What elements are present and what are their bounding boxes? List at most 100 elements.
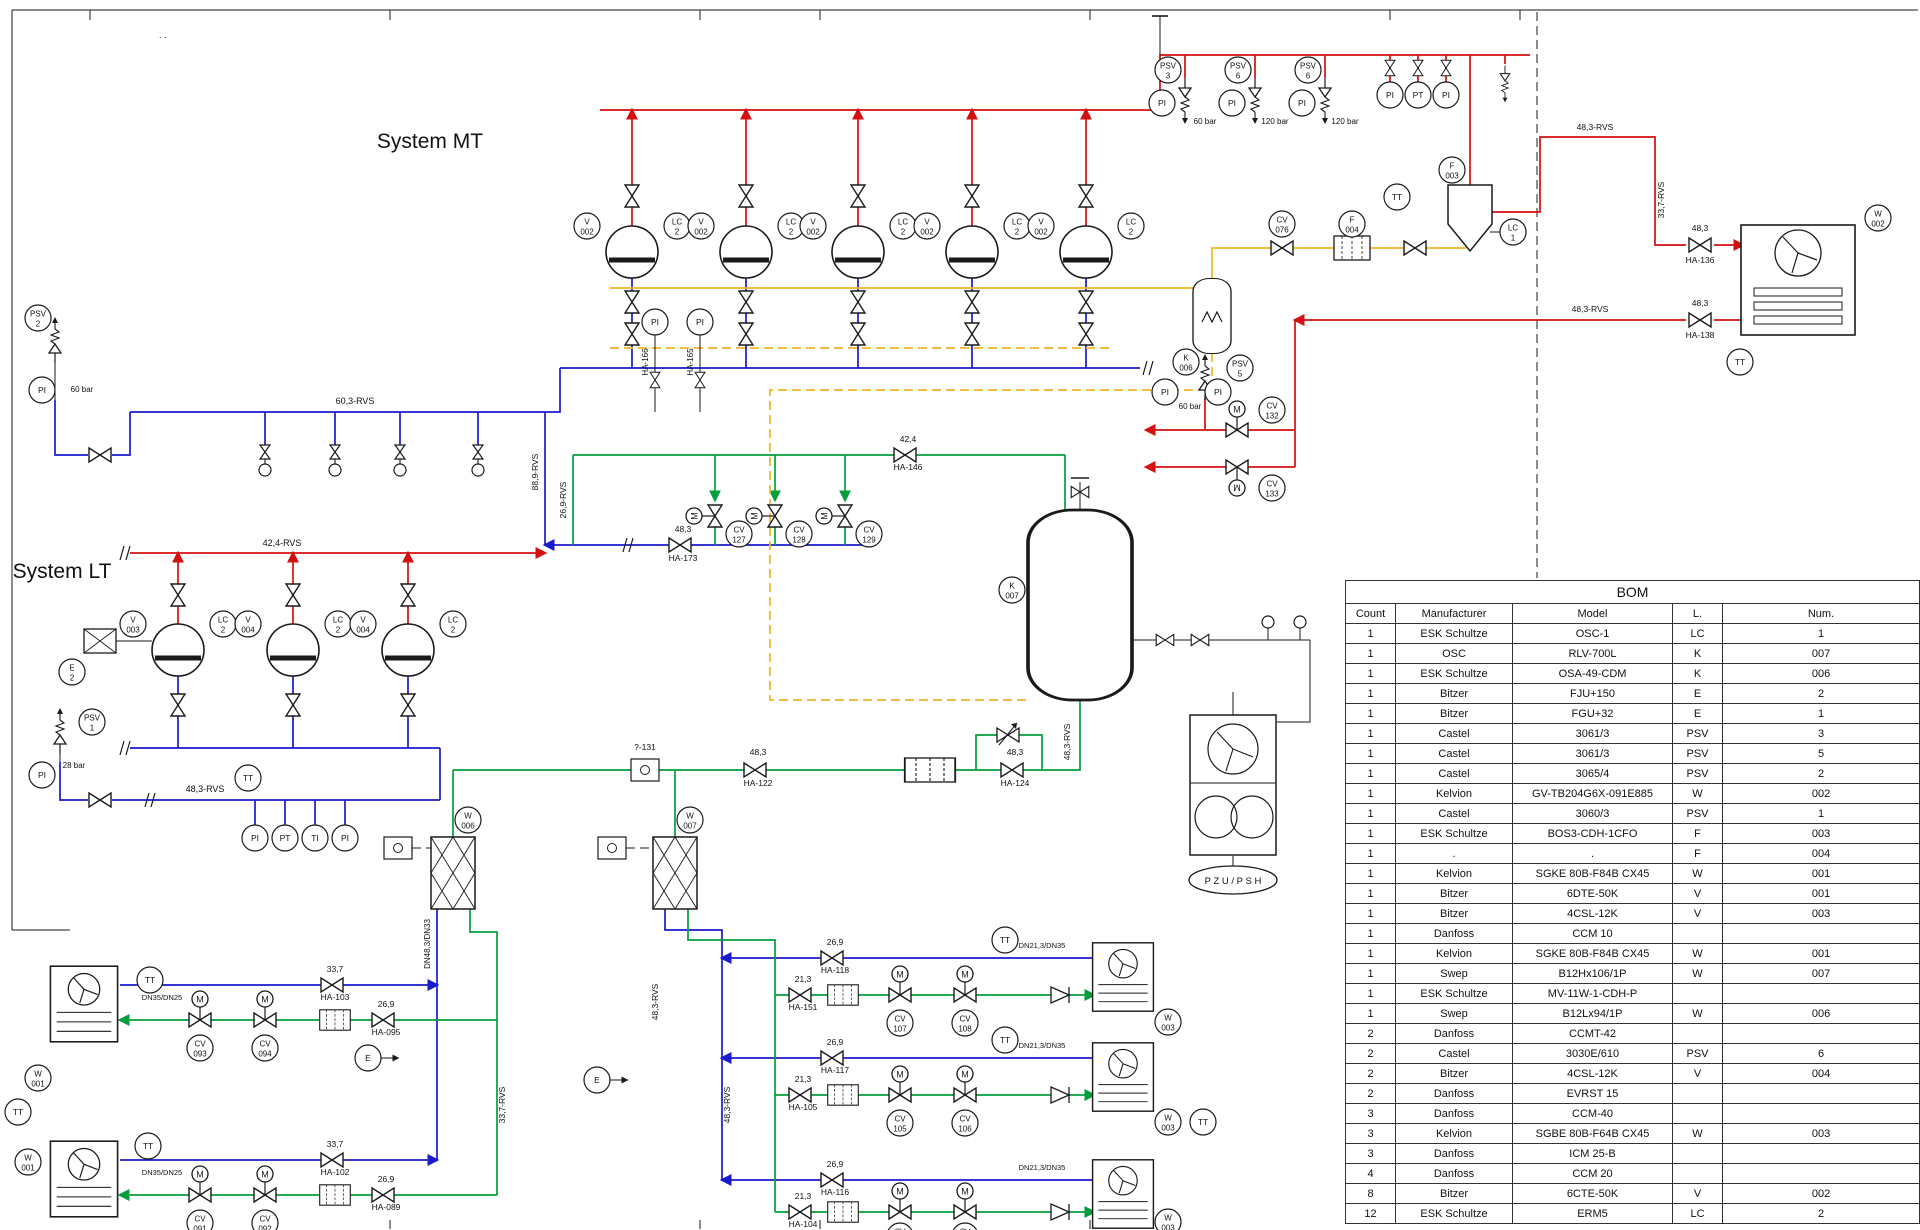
- bom-column-header: Count: [1345, 603, 1396, 624]
- comp-symbol: [152, 624, 204, 676]
- diagram-label: HA-102: [321, 1167, 350, 1177]
- instrument-tag: F: [1350, 216, 1355, 225]
- instrument-number: 006: [1179, 364, 1193, 373]
- instrument-bubble: PT: [271, 824, 299, 852]
- port-symbol: [471, 444, 485, 477]
- instrument-tag: TT: [1000, 1035, 1010, 1045]
- bom-cell: OSC-1: [1512, 623, 1673, 644]
- bom-cell: [1721, 1083, 1920, 1104]
- bom-title: BOM: [1344, 580, 1920, 604]
- instrument-number: 003: [1445, 172, 1459, 181]
- bom-cell: BOS3-CDH-1CFO: [1512, 823, 1673, 844]
- diagram-label: HA-117: [821, 1065, 849, 1075]
- instrument-tag: PI: [1298, 98, 1306, 108]
- bom-cell: [1672, 1143, 1723, 1164]
- instrument-tag: V: [584, 218, 590, 227]
- instrument-number: 2: [451, 626, 456, 635]
- bom-cell: CCM-40: [1512, 1103, 1673, 1124]
- bom-cell: 12: [1345, 1203, 1396, 1224]
- instrument-number: 133: [1265, 490, 1279, 499]
- instrument-tag: PI: [251, 833, 259, 843]
- valve-symbol: [850, 290, 866, 314]
- filter-symbol: [1333, 235, 1371, 261]
- mvalve-symbol: [253, 990, 277, 1028]
- instrument-tag: CV: [733, 526, 745, 535]
- valve-symbol: [285, 583, 301, 607]
- diagram-label: P Z U / P S H: [1205, 876, 1262, 887]
- instrument-tag: PSV: [1160, 62, 1177, 71]
- instrument-tag: PI: [38, 385, 46, 395]
- valve-symbol: [400, 693, 416, 717]
- valve-symbol: [788, 987, 812, 1003]
- instrument-tag: TT: [145, 975, 155, 985]
- bom-cell: Danfoss: [1395, 1083, 1513, 1104]
- comp-symbol: [946, 226, 998, 278]
- bom-cell: [1721, 1163, 1920, 1184]
- bom-cell: [1721, 923, 1920, 944]
- instrument-bubble: TT: [4, 1098, 32, 1126]
- instrument-tag: PT: [1413, 90, 1424, 100]
- instrument-tag: W: [24, 1154, 32, 1163]
- bom-cell: Kelvion: [1395, 783, 1513, 804]
- bom-cell: ESK Schultze: [1395, 983, 1513, 1004]
- bom-cell: 001: [1721, 863, 1920, 884]
- instrument-bubble: TT: [1383, 183, 1411, 211]
- diagram-label: 120 bar: [1261, 117, 1288, 126]
- bom-cell: W: [1672, 1123, 1723, 1144]
- pipe-green: [453, 700, 1081, 771]
- bom-cell: W: [1672, 863, 1723, 884]
- tick-symbol: [119, 740, 131, 756]
- comp-symbol: [720, 226, 772, 278]
- bom-cell: 1: [1345, 783, 1396, 804]
- pipe-blue: [112, 412, 131, 456]
- bom-cell: SGKE 80B-F84B CX45: [1512, 863, 1673, 884]
- diagram-label: HA-095: [372, 1027, 401, 1037]
- comp-symbol: [382, 624, 434, 676]
- bom-cell: 1: [1345, 923, 1396, 944]
- instrument-bubble: PI: [241, 824, 269, 852]
- bom-cell: 2: [1721, 683, 1920, 704]
- valve-symbol: [624, 290, 640, 314]
- valve-symbol: [850, 184, 866, 208]
- hx-symbol: [652, 836, 698, 910]
- instrument-bubble: CV103: [887, 1222, 913, 1230]
- bom-cell: E: [1672, 683, 1723, 704]
- instrument-tag: CV: [259, 1215, 271, 1224]
- diagram-label: 26,9-RVS: [558, 481, 568, 518]
- instrument-tag: CV: [894, 1015, 906, 1024]
- valve-symbol: [1412, 59, 1424, 77]
- bom-cell: F: [1672, 823, 1723, 844]
- instrument-number: 106: [958, 1125, 972, 1134]
- instrument-number: 2: [36, 320, 41, 329]
- bom-cell: ICM 25-B: [1512, 1143, 1673, 1164]
- bom-cell: OSA-49-CDM: [1512, 663, 1673, 684]
- instrument-number: 108: [958, 1025, 972, 1034]
- instrument-tag: CV: [793, 526, 805, 535]
- bom-cell: PSV: [1672, 723, 1723, 744]
- bom-cell: [1672, 923, 1723, 944]
- valve-symbol: [88, 447, 112, 463]
- instrument-number: 003: [1161, 1224, 1175, 1230]
- mvalve-symbol: [1225, 459, 1249, 497]
- bom-cell: 6CTE-50K: [1512, 1183, 1673, 1204]
- instrument-bubble: PI: [28, 761, 56, 789]
- instrument-tag: CV: [959, 1228, 971, 1230]
- valve-symbol: [1688, 237, 1712, 253]
- bom-column-header: Model: [1512, 603, 1673, 624]
- instrument-bubble: PI: [641, 308, 669, 336]
- instruments-layer: V002LC2V002LC2V002LC2V002LC2V002LC2V003L…: [4, 56, 1892, 1230]
- instrument-bubble: PI: [1204, 378, 1232, 406]
- tick-symbol: [1142, 360, 1154, 376]
- bom-cell: 002: [1721, 1183, 1920, 1204]
